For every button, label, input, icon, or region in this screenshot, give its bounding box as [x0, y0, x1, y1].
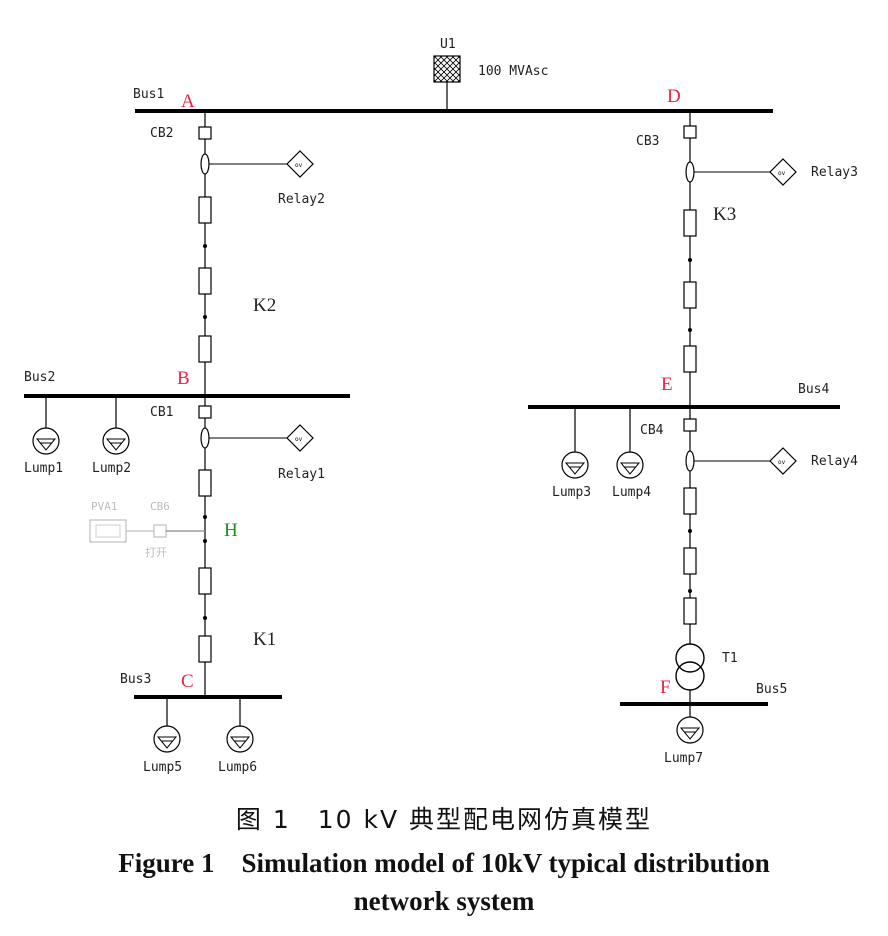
ct-relay1 — [200, 427, 210, 449]
cb2-breaker — [198, 126, 212, 140]
lump7-label: Lump7 — [664, 751, 703, 766]
point-b-label: B — [177, 368, 190, 389]
relay4-label: Relay4 — [811, 454, 858, 469]
relay2-label: Relay2 — [278, 192, 325, 207]
relay2-diamond: ov — [286, 150, 314, 178]
line-k3-label: K3 — [713, 204, 736, 225]
cb3-label: CB3 — [636, 134, 659, 149]
lump4-label: Lump4 — [612, 485, 651, 500]
cb6-state-label: 打开 — [145, 545, 167, 559]
bus4-label: Bus4 — [798, 382, 829, 397]
bus5-label: Bus5 — [756, 682, 787, 697]
source-id-label: U1 — [440, 37, 456, 52]
caption-english-line1: Figure 1 Simulation model of 10kV typica… — [118, 848, 770, 878]
point-e-label: E — [661, 374, 673, 395]
source-rating-label: 100 MVAsc — [478, 64, 548, 79]
relay4-diamond: ov — [769, 447, 797, 475]
bus3-label: Bus3 — [120, 672, 151, 687]
lump1-label: Lump1 — [24, 461, 63, 476]
relay3-label: Relay3 — [811, 165, 858, 180]
cb2-label: CB2 — [150, 126, 173, 141]
svg-text:ov: ov — [778, 170, 786, 177]
cb6-label: CB6 — [150, 500, 170, 513]
cb6-breaker — [153, 524, 167, 538]
load-lump1 — [32, 396, 60, 455]
lump3-label: Lump3 — [552, 485, 591, 500]
ct-relay2 — [200, 153, 210, 175]
lump6-label: Lump6 — [218, 760, 257, 775]
svg-text:ov: ov — [295, 436, 303, 443]
right-feeder — [675, 111, 770, 704]
relay1-label: Relay1 — [278, 467, 325, 482]
pv-branch — [89, 519, 205, 543]
lump5-label: Lump5 — [143, 760, 182, 775]
cb3-breaker — [683, 125, 697, 139]
point-d-label: D — [667, 86, 681, 107]
point-h-label: H — [224, 520, 238, 541]
point-c-label: C — [181, 671, 194, 692]
cb4-breaker — [683, 418, 697, 432]
load-lump6 — [226, 697, 254, 753]
cb1-breaker — [198, 405, 212, 419]
svg-text:ov: ov — [295, 162, 303, 169]
svg-text:ov: ov — [778, 459, 786, 466]
ct-relay3 — [685, 161, 695, 183]
line-k2-label: K2 — [253, 295, 276, 316]
line-k1-label: K1 — [253, 629, 276, 650]
lump2-label: Lump2 — [92, 461, 131, 476]
cb1-label: CB1 — [150, 405, 173, 420]
caption-english-line2: network system — [354, 886, 535, 916]
relay3-diamond: ov — [769, 158, 797, 186]
point-f-label: F — [660, 677, 671, 698]
bus2-label: Bus2 — [24, 370, 55, 385]
load-lump3 — [561, 407, 589, 479]
pv-id-label: PVA1 — [91, 500, 118, 513]
load-lump4 — [616, 407, 644, 479]
bus1-label: Bus1 — [133, 87, 164, 102]
load-lump5 — [153, 697, 181, 753]
caption-chinese: 图 1 10 kV 典型配电网仿真模型 — [236, 805, 652, 834]
point-a-label: A — [181, 91, 195, 112]
load-lump7 — [676, 704, 704, 744]
load-lump2 — [102, 396, 130, 455]
source-u1 — [433, 55, 461, 111]
cb4-label: CB4 — [640, 423, 664, 438]
transformer-t1 — [675, 643, 705, 691]
relay1-diamond: ov — [286, 424, 314, 452]
transformer-label: T1 — [722, 651, 738, 666]
left-feeder — [198, 111, 287, 697]
ct-relay4 — [685, 450, 695, 472]
